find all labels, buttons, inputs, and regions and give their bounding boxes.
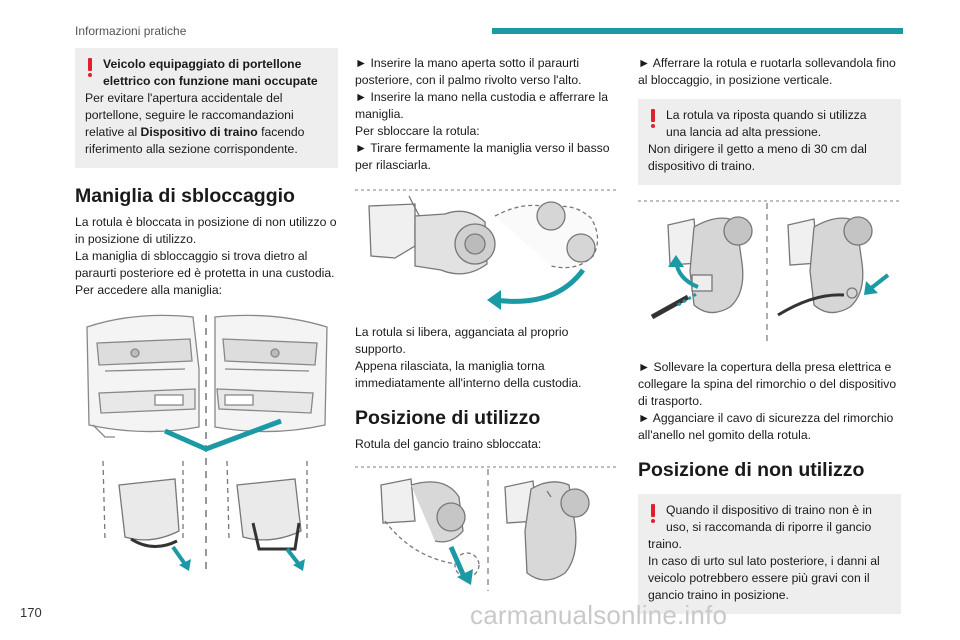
watermark: carmanualsonline.info <box>470 600 728 630</box>
step-grab-handle-l2: maniglia. <box>355 107 404 121</box>
step-rotate-ball-l2: al bloccaggio, in posizione verticale. <box>638 73 833 87</box>
warning2-lead2: uso, si raccomanda di riporre il gancio <box>666 520 872 534</box>
warning-icon <box>650 109 656 129</box>
warning1-lead2: una lancia ad alta pressione. <box>666 125 822 139</box>
warning2-body-l1: traino. <box>648 537 682 551</box>
step-safety-cable-l2: all'anello nel gomito della rotula. <box>638 428 812 442</box>
page-header-title: Informazioni pratiche <box>75 24 187 38</box>
illustration-handle-release <box>355 189 618 310</box>
warning-icon <box>650 504 656 524</box>
warning-body-before: Per evitare l'apertura accidentale del p… <box>85 91 294 139</box>
heading-maniglia: Maniglia di sbloccaggio <box>75 185 295 207</box>
handle-return-l1: Appena rilasciata, la maniglia torna <box>355 359 545 373</box>
handle-return-l2: immediatamente all'interno della custodi… <box>355 376 582 390</box>
step-pull-handle-l2: per rilasciarla. <box>355 158 431 172</box>
arrow-rotate <box>494 268 586 304</box>
warning-body-after: facendo riferimento alla sezione corrisp… <box>85 125 305 156</box>
hand-right <box>226 460 308 551</box>
car-rear-left <box>86 314 200 438</box>
para-accedere: Per accedere alla maniglia: <box>75 283 223 297</box>
warning2-body-l2: In caso di urto sul lato posteriore, i d… <box>648 554 880 568</box>
heading-posizione-utilizzo: Posizione di utilizzo <box>355 407 541 429</box>
warning1-body-l2: dispositivo di traino. <box>648 159 756 173</box>
page-number: 170 <box>20 605 42 620</box>
step-rotate-ball-l1: ► Afferrare la rotula e ruotarla solleva… <box>638 56 896 70</box>
para-rotula-l2: in posizione di utilizzo. <box>75 232 197 246</box>
column-2: ► Inserire la mano aperta sotto il parau… <box>355 55 618 596</box>
warning2-lead: Quando il dispositivo di traino non è in <box>666 503 872 517</box>
warning-box-pressure-washer: La rotula va riposta quando si utilizza … <box>638 99 901 185</box>
illustration-rear-bumper-access <box>86 314 328 571</box>
warning-title-line2: elettrico con funzione mani occupate <box>103 74 318 88</box>
step-grab-handle-l1: ► Inserire la mano nella custodia e affe… <box>355 90 609 104</box>
step-connect-plug-l2: collegare la spina del rimorchio o del d… <box>638 377 897 391</box>
warning2-body-l3: veicolo potrebbero essere più gravi con … <box>648 571 870 585</box>
header-accent-bar <box>492 28 903 34</box>
line-unlock: Per sbloccare la rotula: <box>355 124 480 138</box>
warning-title-line1: Veicolo equipaggiato di portellone <box>103 57 302 71</box>
step-safety-cable-l1: ► Agganciare il cavo di sicurezza del ri… <box>638 411 894 425</box>
warning-box-storage: Quando il dispositivo di traino non è in… <box>638 494 901 614</box>
warning1-lead: La rotula va riposta quando si utilizza <box>666 108 867 122</box>
warning2-body-l4: gancio traino in posizione. <box>648 588 789 602</box>
column-1: Veicolo equipaggiato di portellone elett… <box>75 48 338 581</box>
arrow-hook-cable <box>868 273 890 291</box>
para-maniglia-l1: La maniglia di sbloccaggio si trova diet… <box>75 249 308 263</box>
step-insert-hand-l2: posteriore, con il palmo rivolto verso l… <box>355 73 582 87</box>
hand-left <box>102 460 184 548</box>
para-rotula-l1: La rotula è bloccata in posizione di non… <box>75 215 337 229</box>
after-release-l1: La rotula si libera, agganciata al propr… <box>355 325 569 339</box>
warning-box-tailgate: Veicolo equipaggiato di portellone elett… <box>75 48 338 168</box>
warning-body: Per evitare l'apertura accidentale del p… <box>85 90 328 158</box>
callout-v-shape <box>163 418 282 452</box>
step-pull-handle-l1: ► Tirare fermamente la maniglia verso il… <box>355 141 610 155</box>
column-3: ► Afferrare la rotula e ruotarla solleva… <box>638 55 901 614</box>
step-connect-plug-l3: di trasporto. <box>638 394 703 408</box>
warning-body-bold: Dispositivo di traino <box>140 125 258 139</box>
illustration-ball-unlocked <box>355 466 618 591</box>
caption-unlocked-ball: Rotula del gancio traino sbloccata: <box>355 437 542 451</box>
car-rear-right <box>214 314 328 433</box>
heading-posizione-non-utilizzo: Posizione di non utilizzo <box>638 459 865 481</box>
illustration-electrical-socket <box>638 200 901 343</box>
warning-icon <box>87 58 93 78</box>
warning1-body-l1: Non dirigere il getto a meno di 30 cm da… <box>648 142 867 156</box>
after-release-l2: supporto. <box>355 342 406 356</box>
step-connect-plug-l1: ► Sollevare la copertura della presa ele… <box>638 360 892 374</box>
para-maniglia-l2: paraurti posteriore ed è protetta in una… <box>75 266 335 280</box>
step-insert-hand-l1: ► Inserire la mano aperta sotto il parau… <box>355 56 580 70</box>
